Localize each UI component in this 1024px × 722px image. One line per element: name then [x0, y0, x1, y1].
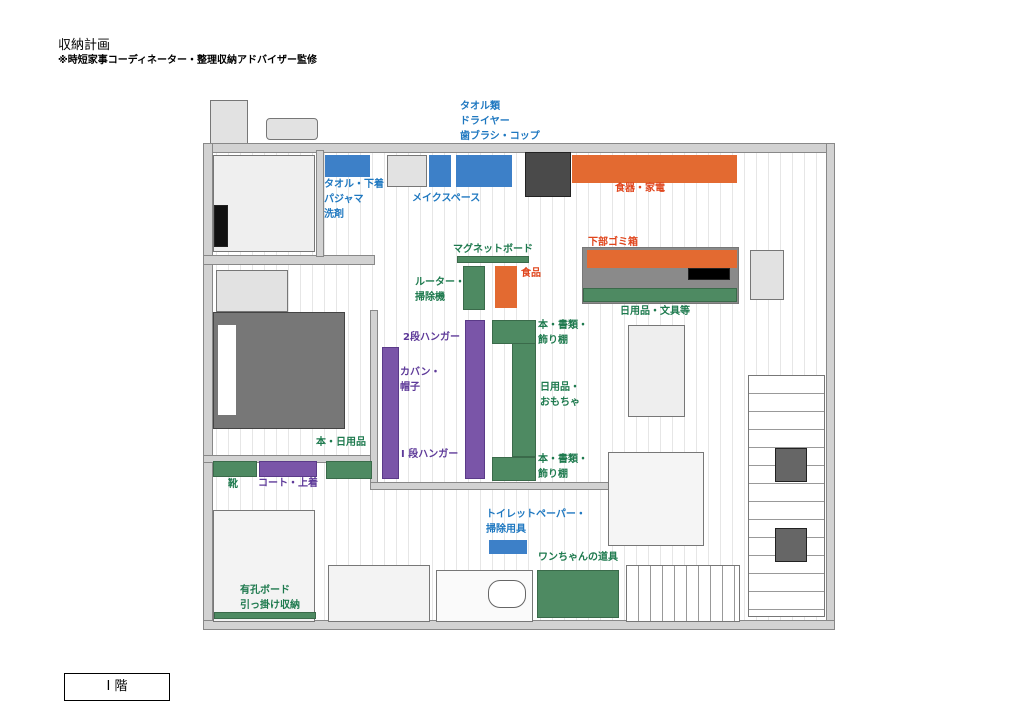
staircase — [748, 375, 825, 617]
storage-green — [492, 320, 536, 344]
label-hanger-1: I 段ハンガー — [401, 449, 459, 460]
toilet-icon — [488, 580, 526, 608]
label-magnet-board: マグネットボード — [453, 244, 533, 255]
storage-purple — [465, 320, 485, 479]
storage-orange — [587, 250, 737, 268]
storage-blue — [325, 155, 370, 177]
storage-blue — [429, 155, 451, 187]
storage-blue — [489, 540, 527, 554]
label-dishes: 食器・家電 — [615, 183, 665, 194]
storage-green — [457, 256, 529, 263]
storage-green — [492, 457, 536, 481]
storage-green — [537, 570, 619, 618]
label-books-top: 本・書類・飾り棚 — [538, 320, 588, 346]
storage-green — [214, 612, 316, 619]
storage-blue — [456, 155, 512, 187]
page-subtitle: ※時短家事コーディネーター・整理収納アドバイザー監修 — [58, 55, 318, 66]
label-dog-items: ワンちゃんの道具 — [538, 552, 618, 563]
label-make-space: メイクスペース — [412, 193, 481, 204]
page-title: 収納計画 — [58, 38, 111, 53]
storage-green — [213, 461, 257, 477]
label-books-daily: 本・日用品 — [316, 437, 366, 448]
storage-green — [326, 461, 372, 479]
label-trash: 下部ゴミ箱 — [588, 237, 638, 248]
storage-green — [512, 343, 536, 457]
label-towel-group: タオル類ドライヤー歯ブラシ・コップ — [460, 101, 540, 142]
label-books-bottom: 本・書類・飾り棚 — [538, 454, 588, 480]
label-pegboard: 有孔ボード引っ掛け収納 — [240, 585, 300, 611]
floor-label-box: I 階 — [64, 673, 170, 701]
storage-orange — [572, 155, 737, 183]
storage-purple — [259, 461, 317, 477]
dining-table — [628, 325, 685, 417]
label-coat: コート・上着 — [258, 478, 318, 489]
label-hanger-2: 2段ハンガー — [403, 332, 460, 343]
storage-orange — [495, 266, 517, 308]
storage-green — [583, 288, 737, 302]
label-bag-hat: カバン・帽子 — [400, 367, 441, 393]
label-toilet-storage: トイレットペーパー・掃除用具 — [486, 509, 586, 535]
label-daily-stationery: 日用品・文具等 — [620, 306, 690, 317]
label-towel-underwear: タオル・下着パジャマ洗剤 — [324, 179, 384, 220]
label-shoes: 靴 — [228, 479, 238, 490]
label-food: 食品 — [521, 268, 541, 279]
label-router: ルーター・掃除機 — [415, 277, 465, 303]
storage-green — [463, 266, 485, 310]
storage-purple — [382, 347, 399, 479]
label-daily-toys: 日用品・おもちゃ — [540, 382, 580, 408]
